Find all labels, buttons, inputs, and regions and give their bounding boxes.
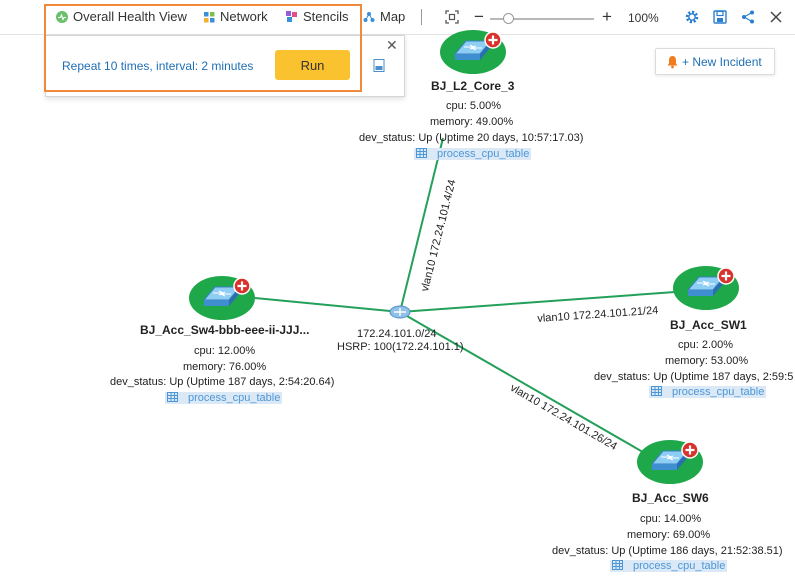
process-cpu-table-link[interactable]: process_cpu_table bbox=[414, 148, 532, 160]
overall-health-view-button[interactable]: Overall Health View bbox=[56, 9, 187, 24]
link-hub-sw6[interactable] bbox=[399, 311, 656, 460]
toolbar-divider bbox=[421, 9, 422, 25]
share-icon[interactable] bbox=[740, 9, 756, 25]
stencils-icon bbox=[286, 11, 297, 22]
process-cpu-table-link[interactable]: process_cpu_table bbox=[165, 392, 283, 404]
process-cpu-table-label: process_cpu_table bbox=[672, 386, 765, 398]
device-name[interactable]: BJ_Acc_Sw4-bbb-eee-ii-JJJ... bbox=[140, 323, 310, 337]
process-cpu-table-label: process_cpu_table bbox=[188, 392, 281, 404]
hub-router-icon[interactable] bbox=[389, 305, 411, 319]
device-node-sw1[interactable] bbox=[673, 266, 739, 310]
link-sw4-hub[interactable] bbox=[254, 297, 401, 313]
map-button[interactable]: Map bbox=[363, 9, 405, 24]
stencils-button[interactable]: Stencils bbox=[286, 9, 349, 24]
switch-icon bbox=[673, 266, 739, 310]
device-cpu: cpu: 14.00% bbox=[640, 513, 702, 525]
fit-to-screen-icon[interactable] bbox=[444, 9, 460, 25]
device-status: dev_status: Up (Uptime 187 days, 2:59:5 bbox=[594, 371, 794, 383]
device-name[interactable]: BJ_Acc_SW6 bbox=[632, 491, 709, 505]
table-icon bbox=[612, 560, 623, 570]
health-icon bbox=[56, 11, 68, 23]
device-memory: memory: 53.00% bbox=[665, 355, 749, 367]
process-cpu-table-label: process_cpu_table bbox=[633, 560, 726, 572]
device-memory: memory: 49.00% bbox=[430, 116, 514, 128]
process-cpu-table-link[interactable]: process_cpu_table bbox=[610, 560, 728, 572]
network-label: Network bbox=[220, 9, 268, 24]
device-name[interactable]: BJ_Acc_SW1 bbox=[670, 318, 747, 332]
zoom-slider-handle[interactable] bbox=[503, 13, 515, 24]
save-icon[interactable] bbox=[712, 9, 728, 25]
link-hub-sw1[interactable] bbox=[399, 291, 676, 313]
network-icon bbox=[204, 12, 215, 23]
map-label: Map bbox=[380, 9, 406, 24]
stencils-label: Stencils bbox=[303, 9, 349, 24]
switch-icon bbox=[440, 30, 506, 74]
close-icon[interactable] bbox=[768, 9, 784, 25]
device-cpu: cpu: 2.00% bbox=[678, 339, 734, 351]
overall-health-view-label: Overall Health View bbox=[73, 9, 187, 24]
zoom-out-button[interactable]: − bbox=[474, 7, 484, 26]
map-icon bbox=[363, 12, 375, 22]
hub-hsrp: HSRP: 100(172.24.101.1) bbox=[337, 341, 464, 353]
document-icon[interactable] bbox=[373, 59, 385, 72]
hub-subnet: 172.24.101.0/24 bbox=[357, 328, 437, 340]
process-cpu-table-label: process_cpu_table bbox=[437, 148, 530, 160]
run-popup: Repeat 10 times, interval: 2 minutes Run… bbox=[45, 35, 405, 97]
zoom-slider-track[interactable] bbox=[490, 18, 594, 20]
device-node-core3[interactable] bbox=[440, 30, 506, 74]
device-status: dev_status: Up (Uptime 186 days, 21:52:3… bbox=[552, 545, 783, 557]
table-icon bbox=[651, 386, 662, 396]
network-button[interactable]: Network bbox=[204, 9, 268, 24]
device-memory: memory: 69.00% bbox=[627, 529, 711, 541]
process-cpu-table-link[interactable]: process_cpu_table bbox=[649, 386, 767, 398]
link-core3-hub[interactable] bbox=[399, 137, 444, 313]
run-button[interactable]: Run bbox=[275, 50, 350, 80]
device-cpu: cpu: 12.00% bbox=[194, 345, 256, 357]
device-cpu: cpu: 5.00% bbox=[446, 100, 502, 112]
zoom-in-button[interactable]: + bbox=[602, 7, 612, 26]
device-memory: memory: 76.00% bbox=[183, 361, 267, 373]
new-incident-label: + New Incident bbox=[682, 54, 762, 69]
table-icon bbox=[416, 148, 427, 158]
repeat-schedule-link[interactable]: Repeat 10 times, interval: 2 minutes bbox=[62, 59, 254, 73]
new-incident-button[interactable]: + New Incident bbox=[655, 48, 775, 75]
device-status: dev_status: Up (Uptime 187 days, 2:54:20… bbox=[110, 376, 335, 388]
switch-icon bbox=[637, 440, 703, 484]
table-icon bbox=[167, 392, 178, 402]
popup-close-button[interactable]: ✕ bbox=[386, 37, 398, 53]
device-node-sw6[interactable] bbox=[637, 440, 703, 484]
switch-icon bbox=[189, 276, 255, 320]
zoom-value: 100% bbox=[628, 11, 659, 25]
device-status: dev_status: Up (Uptime 20 days, 10:57:17… bbox=[359, 132, 584, 144]
device-node-sw4[interactable] bbox=[189, 276, 255, 320]
bell-icon bbox=[667, 55, 678, 68]
device-name[interactable]: BJ_L2_Core_3 bbox=[431, 79, 515, 93]
settings-gear-icon[interactable] bbox=[684, 9, 700, 25]
